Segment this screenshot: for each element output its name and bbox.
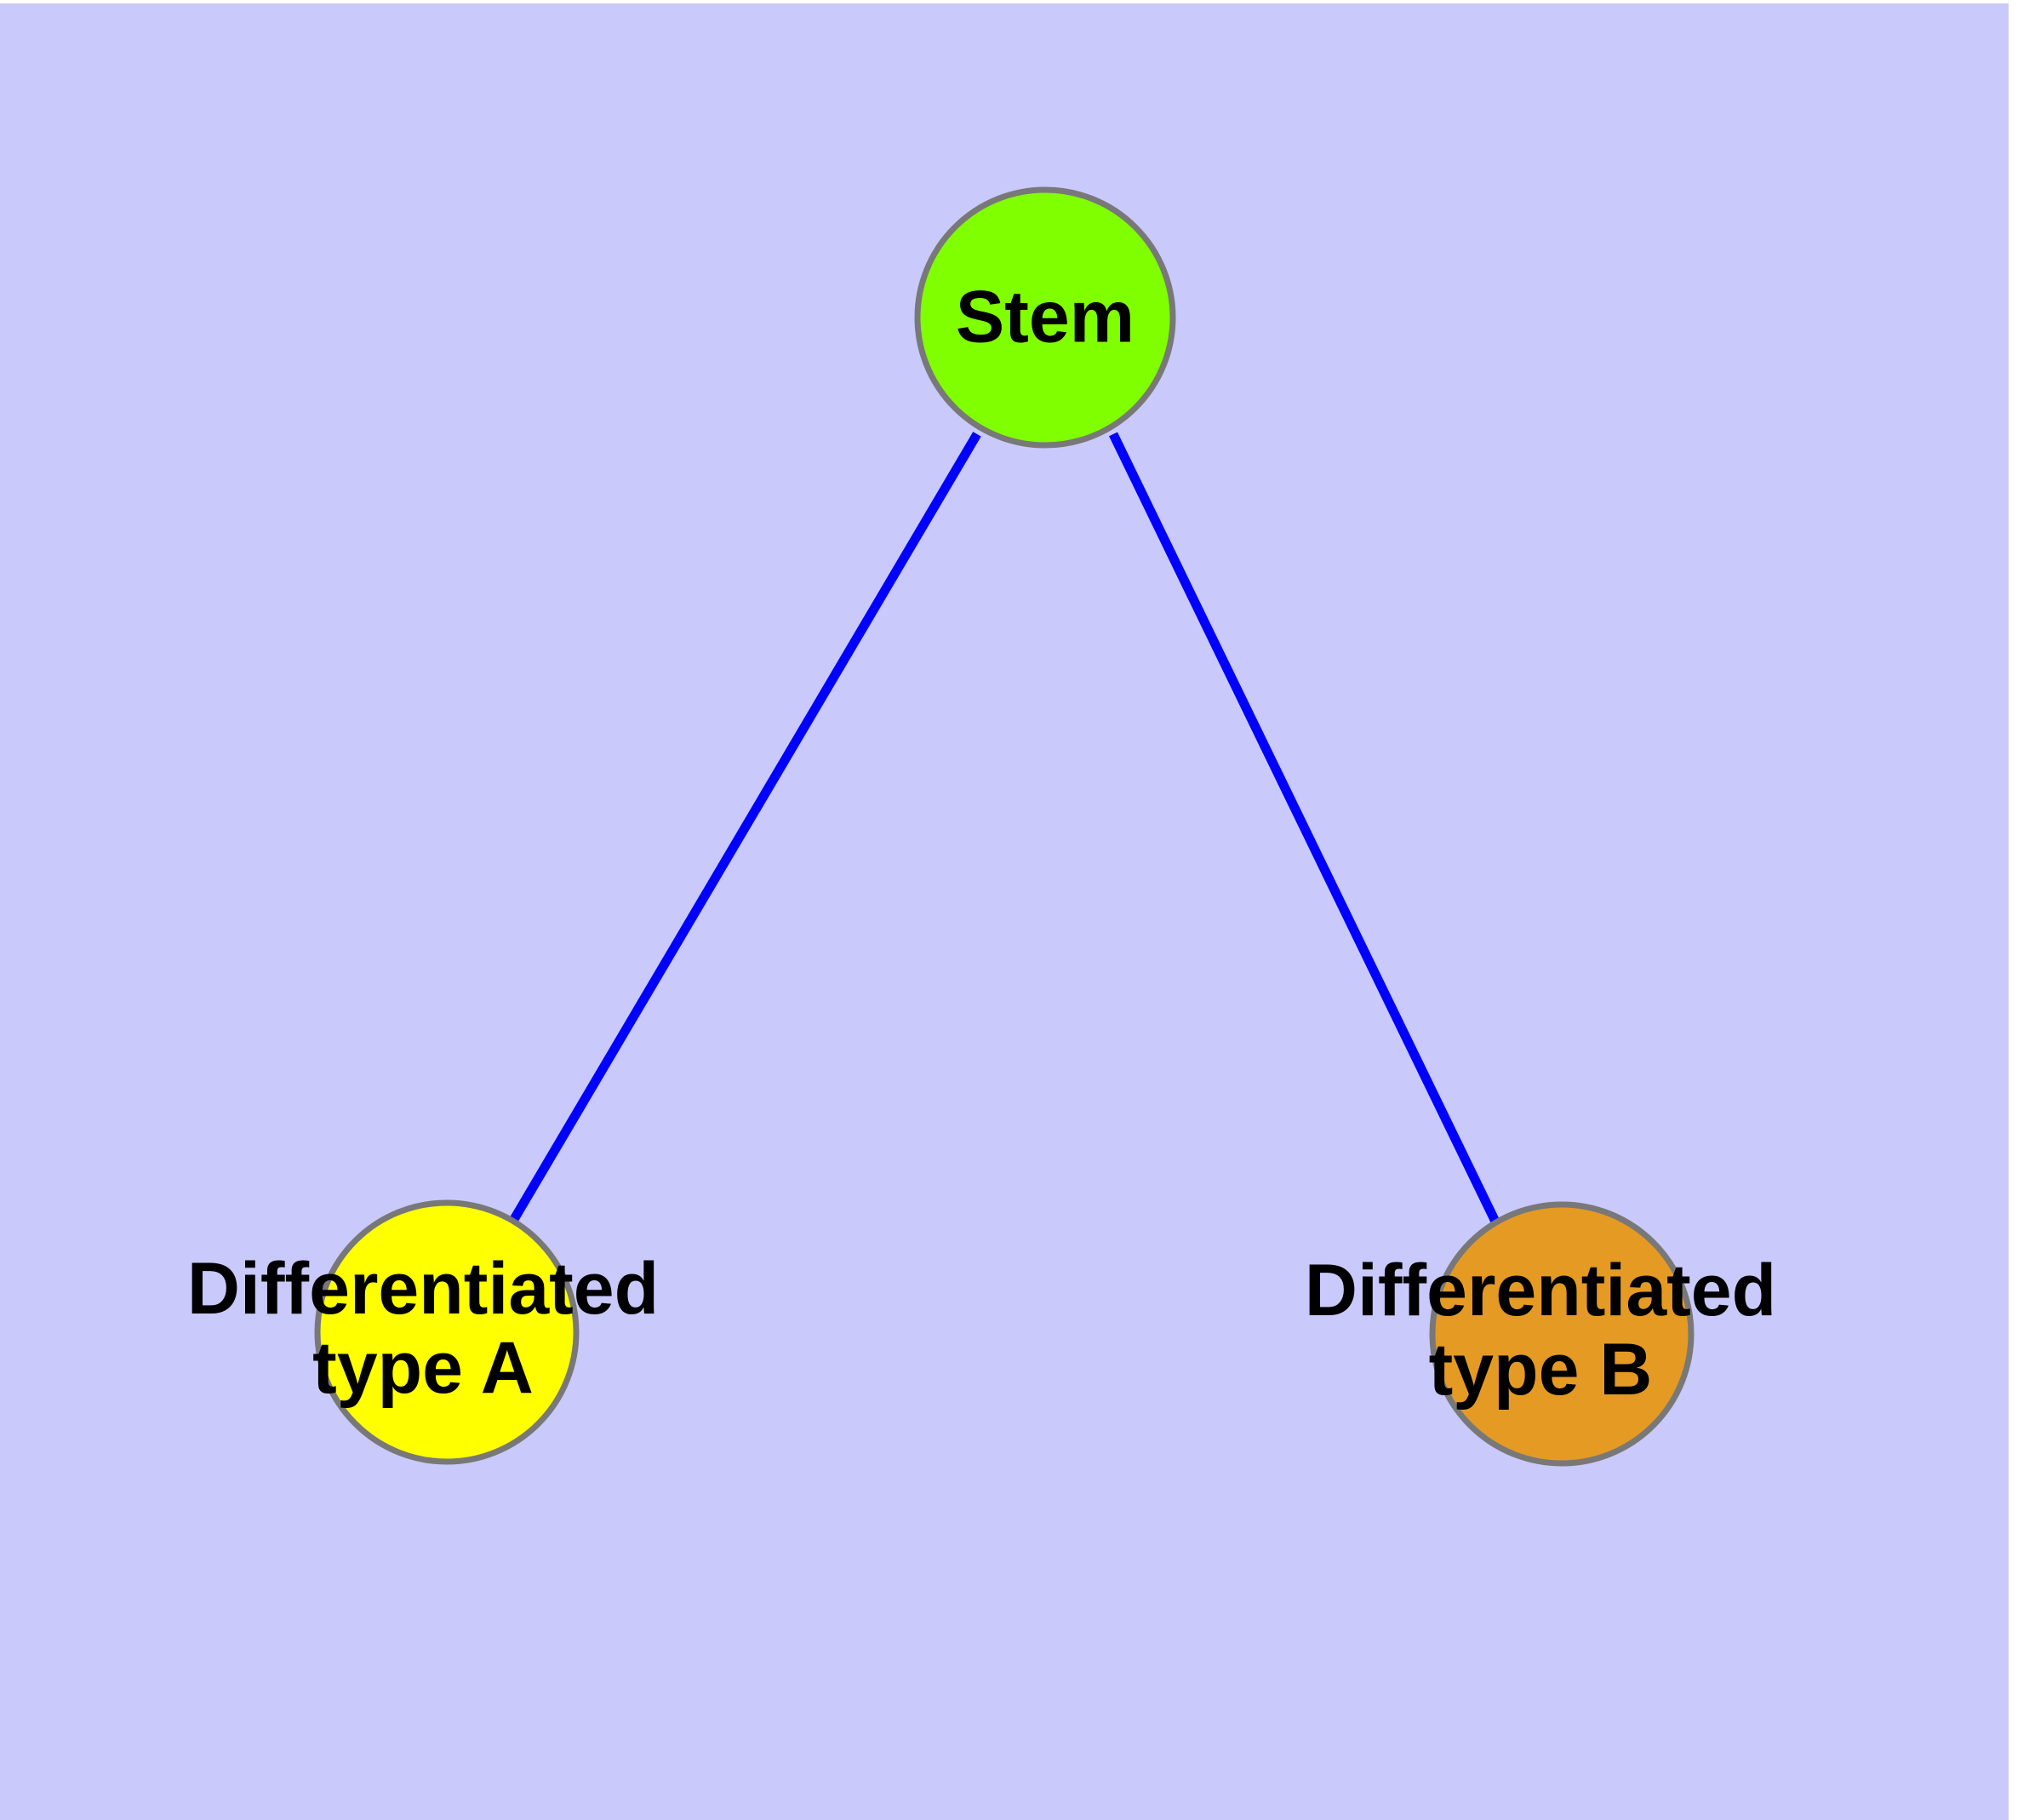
edge-stem-to-type-a[interactable] (509, 432, 981, 1223)
node-group (314, 186, 1695, 1467)
node-differentiated-type-a[interactable] (314, 1199, 580, 1465)
edge-stem-to-type-b[interactable] (1109, 432, 1500, 1226)
node-differentiated-type-b[interactable] (1429, 1201, 1695, 1467)
edge-group (509, 432, 1500, 1226)
node-stem[interactable] (914, 186, 1176, 449)
